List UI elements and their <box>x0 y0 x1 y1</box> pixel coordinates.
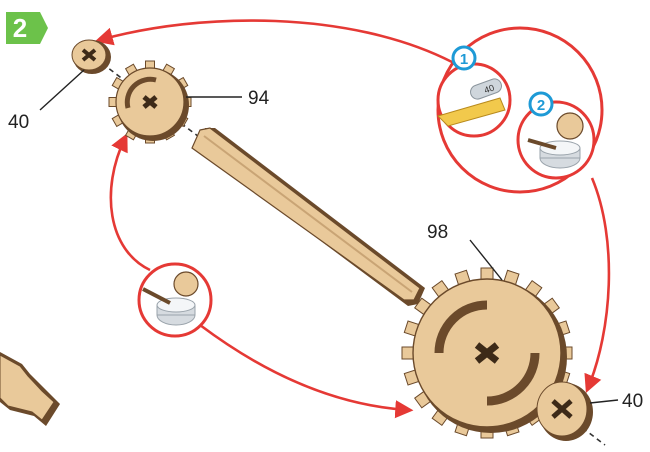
part-label-washer-top: 40 <box>8 112 29 133</box>
part-label-small-gear: 94 <box>248 88 270 109</box>
partial-part-left <box>0 352 60 426</box>
part-label-large-gear: 98 <box>427 222 448 243</box>
part-label-washer-bottom: 40 <box>622 391 643 412</box>
sub-step-1-badge: 1 <box>453 47 475 69</box>
washer-top <box>72 40 111 74</box>
shaft <box>192 128 425 306</box>
arrow-to-small-gear <box>111 138 150 270</box>
arrow-to-washer-top <box>100 21 452 62</box>
step-badge: 2 <box>6 12 48 44</box>
sub-step-2-number: 2 <box>537 97 545 114</box>
washer-bottom <box>537 382 593 441</box>
step-number: 2 <box>13 13 27 43</box>
sub-step-2-badge: 2 <box>530 93 552 115</box>
sub-step-1-number: 1 <box>460 51 468 68</box>
arrow-to-washer-bottom <box>588 178 609 388</box>
small-gear <box>109 61 191 143</box>
leader-washer-top <box>40 70 84 110</box>
glue-callout-right: 40 1 2 <box>438 28 602 192</box>
leader-washer-bottom <box>590 400 618 403</box>
glue-callout-left <box>139 264 211 336</box>
arrow-to-large-gear <box>200 325 408 410</box>
